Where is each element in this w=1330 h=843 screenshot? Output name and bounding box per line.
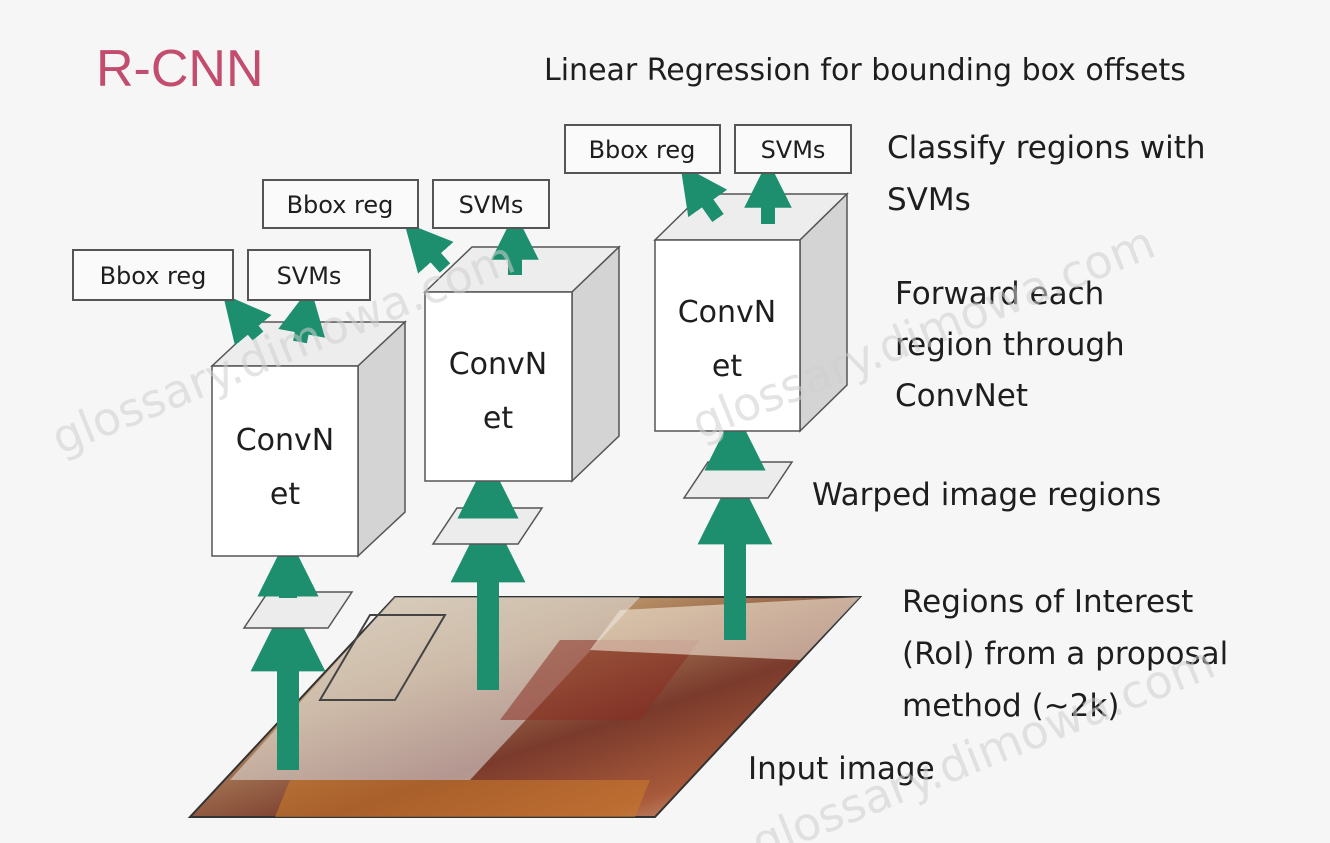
heads-2: Bbox reg SVMs <box>263 180 549 228</box>
svms-label-2: SVMs <box>459 191 524 219</box>
convnet-label-2a: ConvN <box>449 347 548 382</box>
convnet-label-1b: et <box>270 477 300 512</box>
label-classify-2: SVMs <box>887 182 971 218</box>
label-forward-3: ConvNet <box>895 378 1028 414</box>
heading-bbox-regression: Linear Regression for bounding box offse… <box>544 53 1186 88</box>
svms-label-1: SVMs <box>277 262 342 290</box>
heads-3: Bbox reg SVMs <box>565 125 851 173</box>
convnet-label-2b: et <box>483 401 513 436</box>
bbox-reg-label-2: Bbox reg <box>287 191 394 219</box>
bbox-reg-label-3: Bbox reg <box>589 136 696 164</box>
label-roi-1: Regions of Interest <box>902 584 1193 620</box>
label-warped: Warped image regions <box>812 477 1161 513</box>
bbox-reg-label-1: Bbox reg <box>100 262 207 290</box>
label-classify-1: Classify regions with <box>887 130 1206 166</box>
diagram-title: R-CNN <box>96 40 264 98</box>
convnet-label-1a: ConvN <box>236 423 335 458</box>
svms-label-3: SVMs <box>761 136 826 164</box>
convnet-label-3a: ConvN <box>678 295 777 330</box>
heads-1: Bbox reg SVMs <box>73 250 370 300</box>
